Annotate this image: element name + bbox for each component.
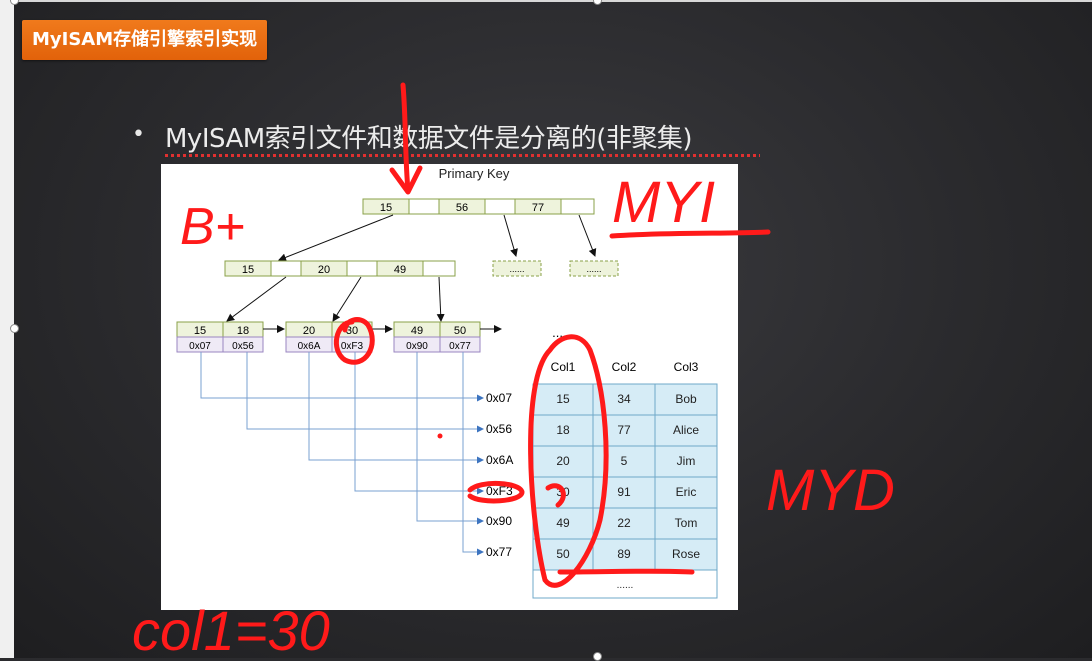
root-node [362, 198, 595, 215]
placeholder-text-2: ...... [586, 264, 601, 274]
leaf-more: ...... [552, 325, 574, 340]
table-cell: 34 [617, 392, 631, 406]
level2-key-3: 49 [394, 264, 406, 276]
table-cell: Jim [677, 454, 696, 468]
table-cell: 22 [617, 516, 631, 530]
table-cell: Bob [675, 392, 697, 406]
leaf1-key-1: 15 [194, 325, 206, 337]
root-pointer-left [278, 214, 394, 262]
leaf3-ptr-2: 0x77 [449, 341, 471, 352]
table-cell: 91 [617, 485, 631, 499]
level2-node [224, 260, 456, 277]
table-cell: 89 [617, 547, 631, 561]
table-more: ...... [617, 580, 634, 591]
root-key-3: 77 [532, 202, 544, 214]
leaf2-ptr-2: 0xF3 [341, 341, 364, 352]
table-cell: 77 [617, 423, 631, 437]
root-key-1: 15 [380, 202, 392, 214]
l2-pointer-1 [226, 276, 287, 322]
resize-handle-bottom[interactable] [593, 652, 602, 661]
table-header-col3: Col3 [674, 360, 699, 374]
leaf2-ptr-1: 0x6A [298, 341, 321, 352]
address-4: 0xF3 [486, 484, 513, 498]
table-cell: 18 [556, 423, 570, 437]
table-cell: 30 [556, 485, 570, 499]
bullet-text: MyISAM索引文件和数据文件是分离的(非聚集) [165, 124, 692, 154]
table-cell: Eric [676, 485, 697, 499]
spellcheck-underline [165, 154, 760, 157]
table-cell: Rose [672, 547, 700, 561]
index-diagram: Primary Key 15 56 77 15 20 49 ...... ...… [161, 164, 738, 610]
level2-key-2: 20 [318, 264, 330, 276]
address-5: 0x90 [486, 514, 512, 528]
placeholder-text-1: ...... [509, 264, 524, 274]
leaf1-ptr-1: 0x07 [189, 341, 211, 352]
table-cell: Tom [675, 516, 698, 530]
table-cell: 5 [621, 454, 628, 468]
address-3: 0x6A [486, 453, 513, 467]
placeholder-node-1 [492, 260, 542, 277]
l2-pointer-3 [436, 276, 445, 322]
primary-key-label: Primary Key [439, 166, 510, 181]
table-cell: Alice [673, 423, 699, 437]
table-cell: 20 [556, 454, 570, 468]
left-gutter [0, 0, 14, 658]
leaf-node-1 [176, 321, 264, 353]
table-cell: 49 [556, 516, 570, 530]
resize-handle-left[interactable] [10, 324, 19, 333]
root-key-2: 56 [456, 202, 468, 214]
l2-pointer-2 [332, 276, 362, 322]
leaf1-key-2: 18 [237, 325, 249, 337]
leaf-node-3 [393, 321, 481, 353]
leaf3-key-1: 49 [411, 325, 423, 337]
slide-top-border [14, 0, 1092, 2]
resize-handle-top[interactable] [593, 0, 602, 5]
leaf3-key-2: 50 [454, 325, 466, 337]
address-connectors [200, 352, 484, 556]
placeholder-node-2 [569, 260, 619, 277]
leaf1-ptr-2: 0x56 [232, 341, 254, 352]
table-cell: 15 [556, 392, 570, 406]
table-cell: 50 [556, 547, 570, 561]
leaf3-ptr-1: 0x90 [406, 341, 428, 352]
level2-key-1: 15 [242, 264, 254, 276]
table-header-col2: Col2 [612, 360, 637, 374]
bullet-marker: • [132, 122, 145, 147]
root-pointer-mid [503, 214, 518, 257]
address-2: 0x56 [486, 422, 512, 436]
table-header-col1: Col1 [551, 360, 576, 374]
resize-handle-top-left[interactable] [10, 0, 19, 5]
leaf2-key-2: 30 [346, 325, 358, 337]
slide-title: MyISAM存储引擎索引实现 [22, 20, 268, 60]
root-pointer-right [578, 214, 597, 257]
address-6: 0x77 [486, 545, 512, 559]
leaf2-key-1: 20 [303, 325, 315, 337]
address-1: 0x07 [486, 391, 512, 405]
btree-svg: Primary Key 15 56 77 15 20 49 ...... ...… [176, 166, 718, 599]
